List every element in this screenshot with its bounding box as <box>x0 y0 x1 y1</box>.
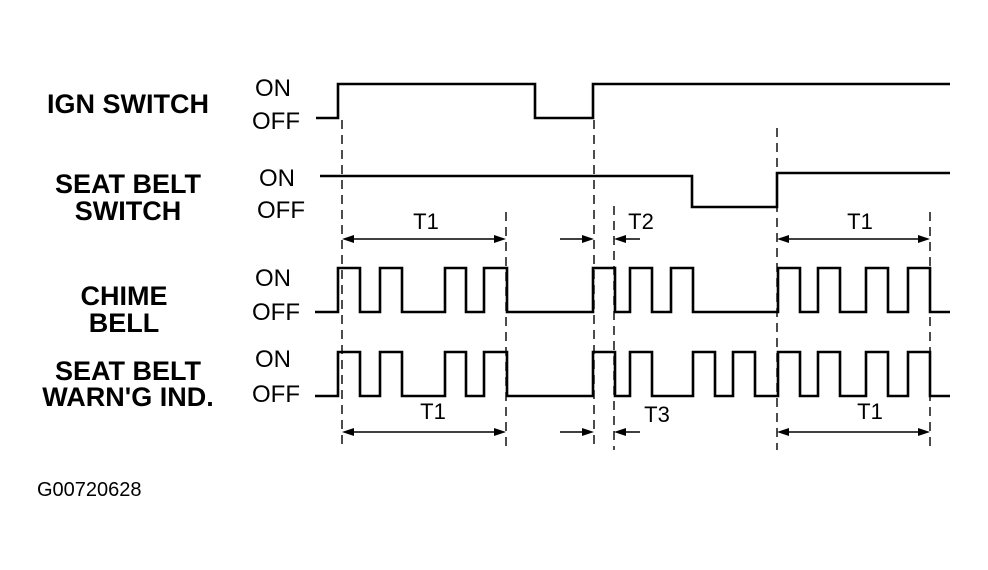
t1-dimension-arrow-upper-right <box>777 235 930 243</box>
t1-dimension-arrow-lower-left <box>342 428 506 436</box>
chime-bell-label-line2: BELL <box>89 308 160 338</box>
ign-switch-waveform <box>316 82 950 120</box>
ign-switch-label: IGN SWITCH <box>47 89 209 119</box>
t2-dimension-arrow <box>560 235 640 243</box>
t3-label: T3 <box>644 402 670 427</box>
seat-belt-switch-waveform <box>320 171 950 209</box>
seat-belt-warning-indicator-waveform <box>315 350 950 398</box>
ign-on-label: ON <box>255 75 291 102</box>
t1-dimension-arrow-lower-right <box>777 428 930 436</box>
chime-bell-waveform <box>315 266 950 314</box>
seatbelt-off-label: OFF <box>257 197 305 224</box>
t2-label: T2 <box>628 209 654 234</box>
t1-label-upper-left: T1 <box>413 209 439 234</box>
chime-off-label: OFF <box>252 299 300 326</box>
t1-label-lower-left: T1 <box>420 399 446 424</box>
figure-code: G00720628 <box>37 479 142 501</box>
seat-belt-switch-label-line2: SWITCH <box>75 196 181 226</box>
warning-indicator-label-line1: SEAT BELT <box>55 356 202 386</box>
t1-label-lower-right: T1 <box>857 399 883 424</box>
t1-dimension-arrow-upper-left <box>342 235 506 243</box>
chime-bell-label-line1: CHIME <box>81 281 168 311</box>
ign-off-label: OFF <box>252 108 300 135</box>
seatbelt-on-label: ON <box>259 165 295 192</box>
seat-belt-switch-label-line1: SEAT BELT <box>55 169 202 199</box>
t1-label-upper-right: T1 <box>847 209 873 234</box>
chime-on-label: ON <box>255 265 291 292</box>
warn-on-label: ON <box>255 346 291 373</box>
warn-off-label: OFF <box>252 381 300 408</box>
warning-indicator-label-line2: WARN'G IND. <box>42 382 213 412</box>
t3-dimension-arrow <box>560 428 640 436</box>
